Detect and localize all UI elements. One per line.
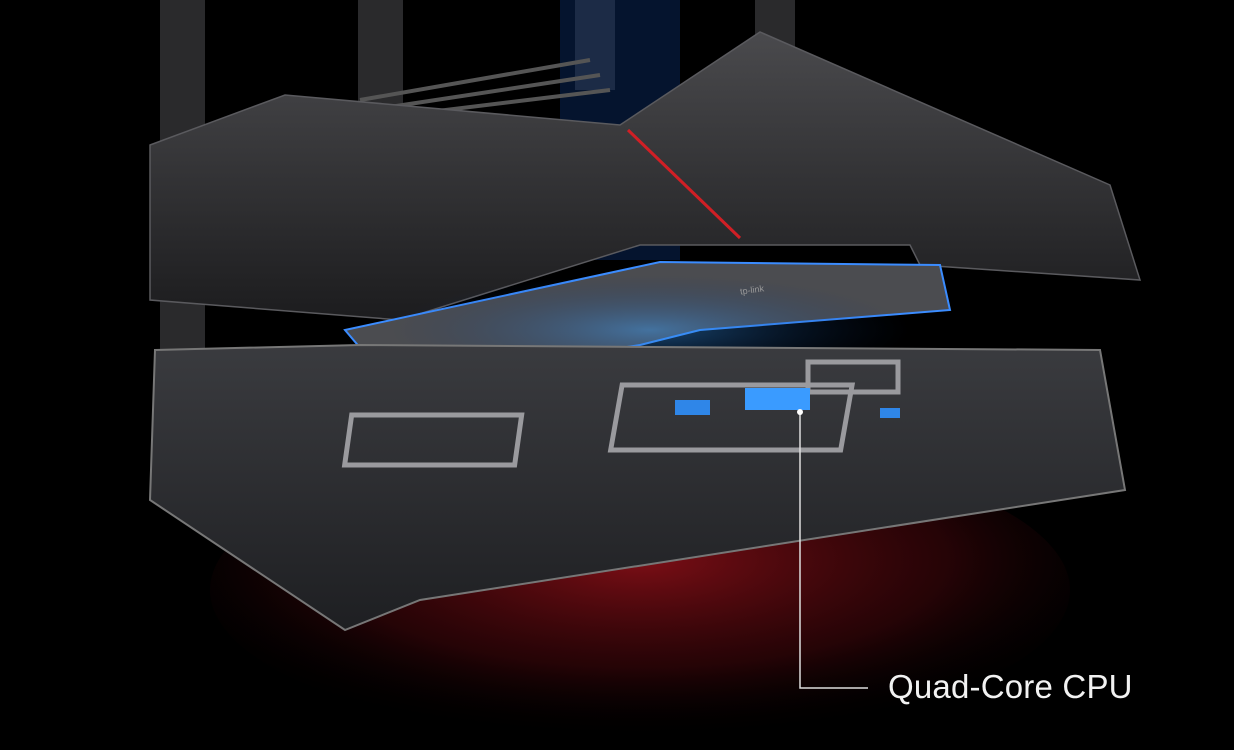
- callout-dot: [797, 409, 803, 415]
- cpu-chip: [745, 388, 810, 410]
- red-accent-stripe: [626, 128, 742, 240]
- cpu-callout-label: Quad-Core CPU: [888, 668, 1133, 705]
- rf-shields: [341, 359, 901, 468]
- chip: [880, 408, 900, 418]
- chip: [675, 400, 710, 415]
- top-shell: [149, 31, 1142, 321]
- callout-line: [799, 412, 868, 689]
